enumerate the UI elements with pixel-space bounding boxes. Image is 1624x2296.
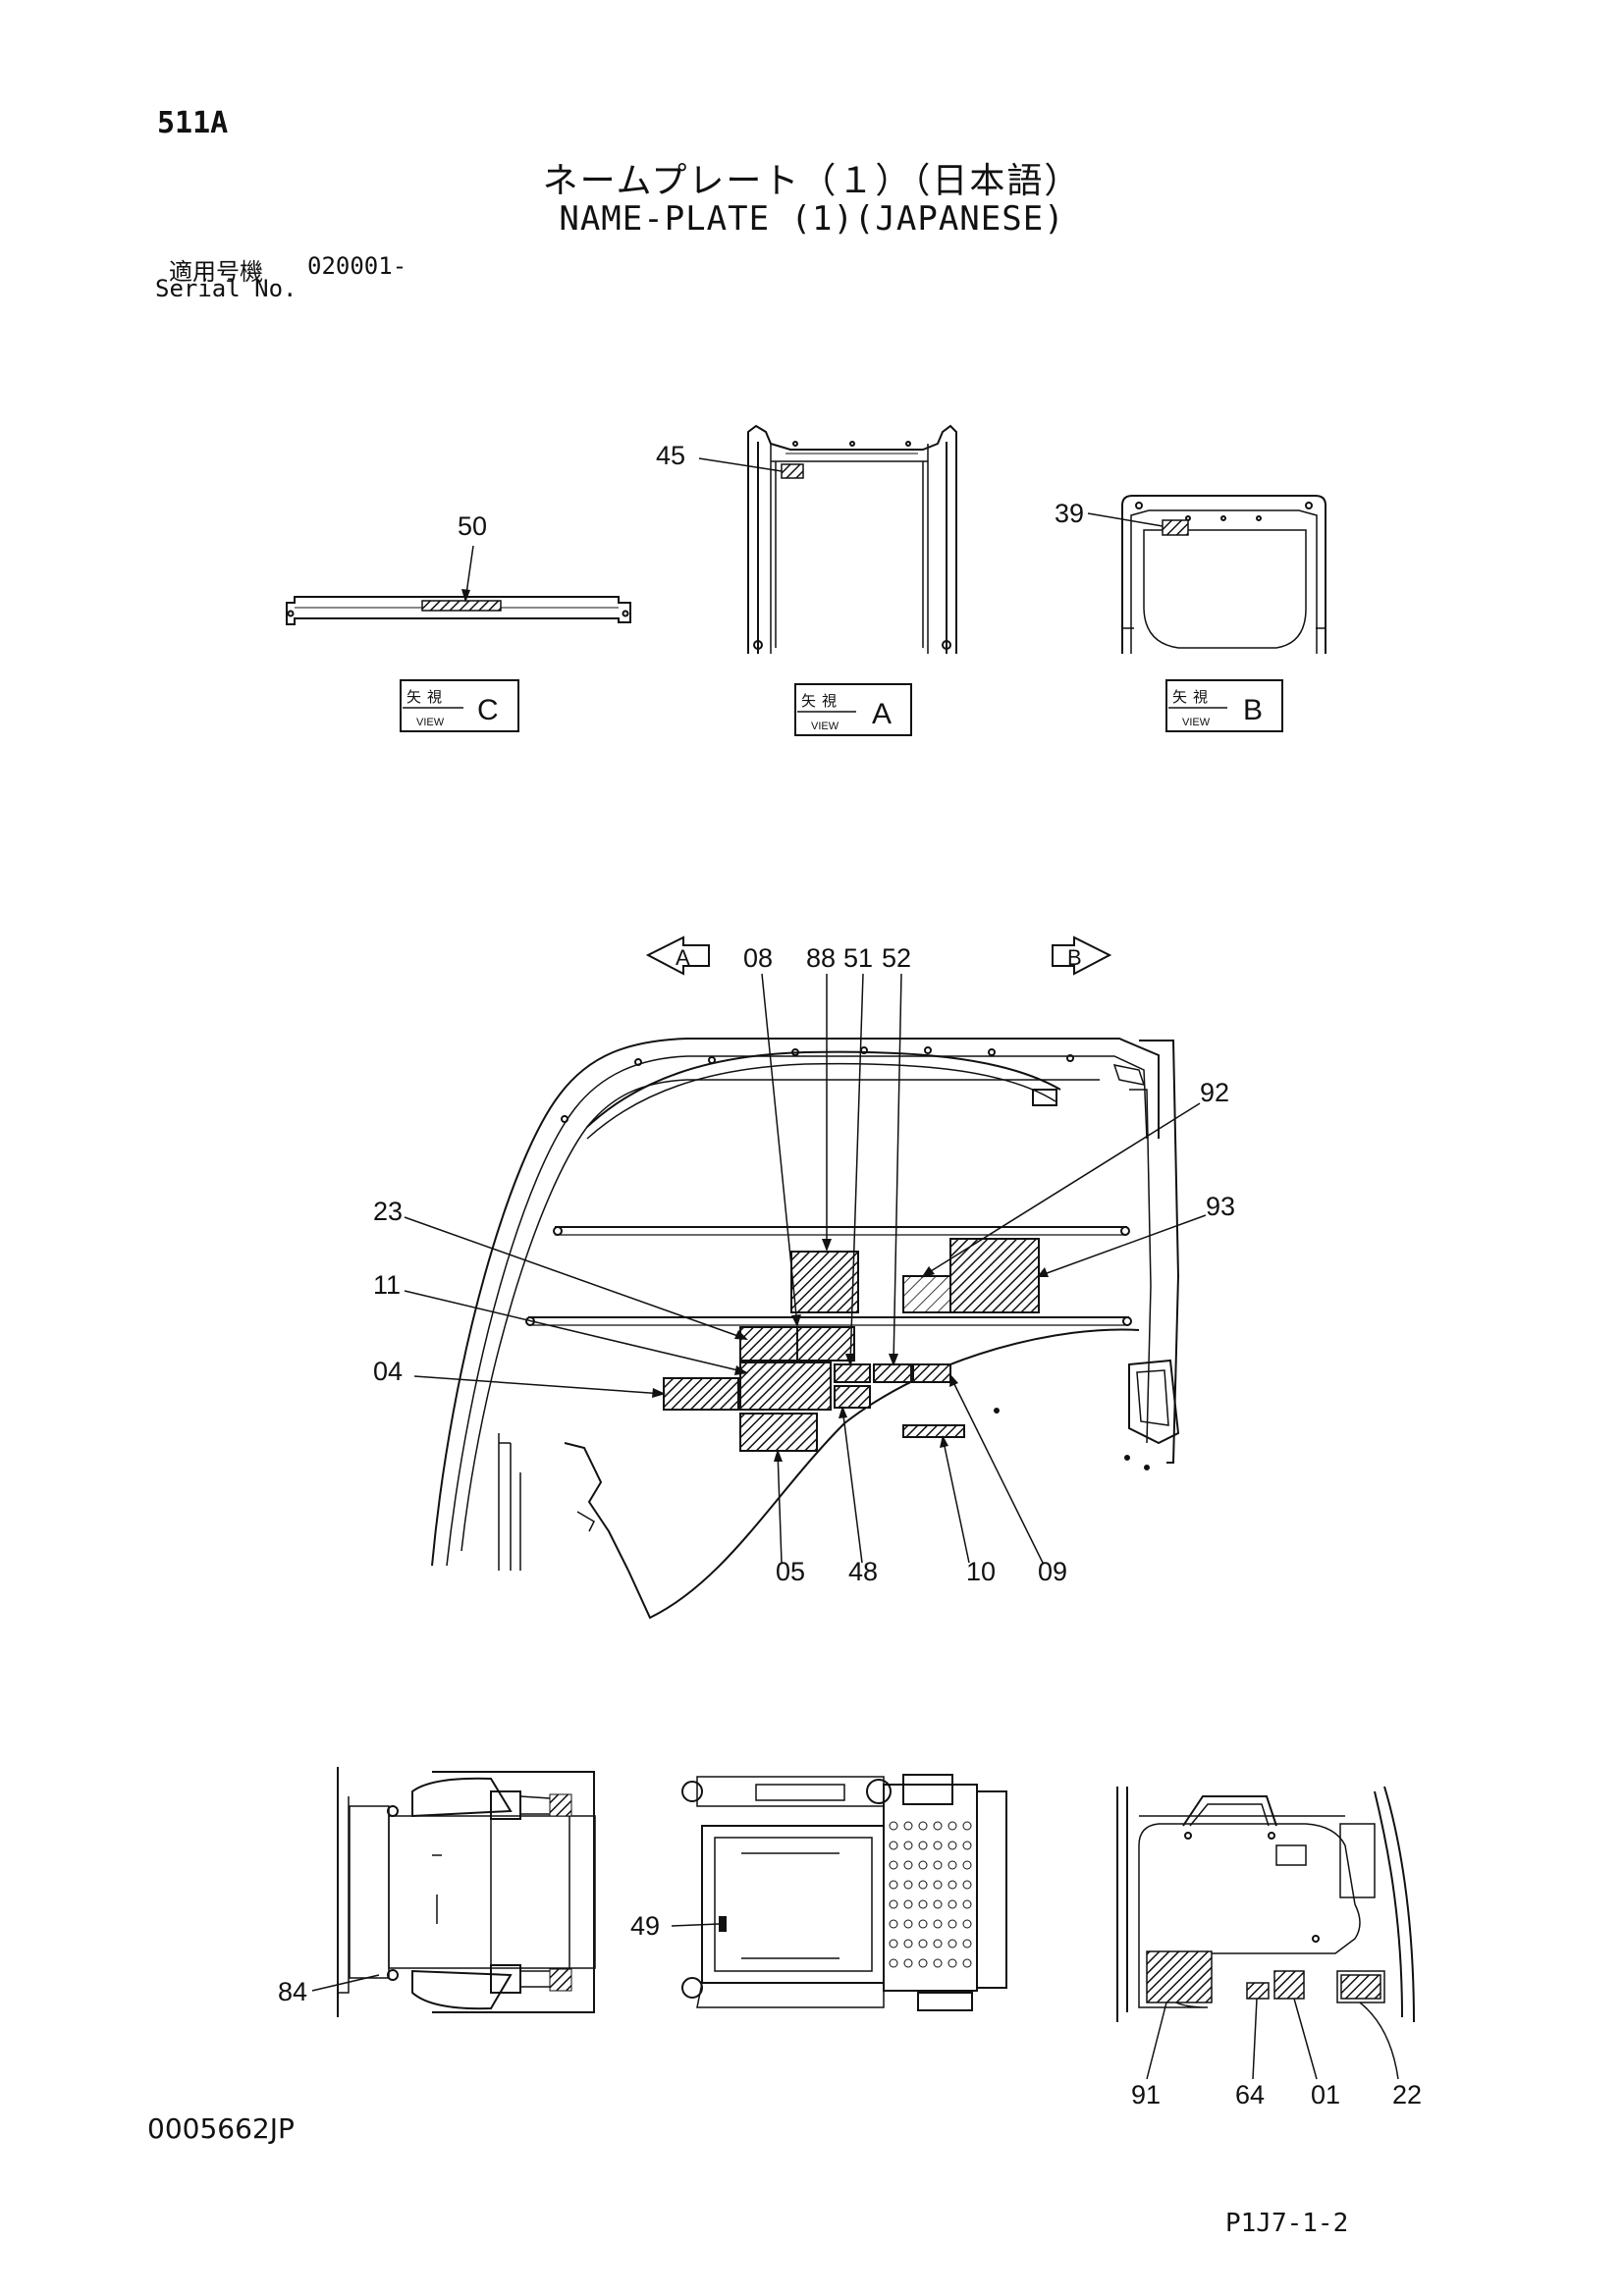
decal-22 (1340, 1974, 1381, 2000)
callout-52: 52 (882, 943, 911, 973)
view-box-c-letter: C (477, 694, 499, 726)
callout-10: 10 (966, 1557, 996, 1586)
decal-39 (1162, 519, 1189, 536)
callout-92: 92 (1200, 1078, 1229, 1107)
view-a-figure (747, 424, 957, 654)
view-box-a-letter: A (872, 698, 892, 730)
cab-arrowheads (652, 1239, 1049, 1462)
decal-05 (739, 1413, 818, 1452)
direction-arrow-a-label: A (676, 945, 690, 970)
leader-39 (1087, 512, 1164, 527)
view-box-b-letter: B (1243, 694, 1263, 726)
decal-91 (1146, 1950, 1213, 2003)
view-box-c-en: VIEW (416, 717, 445, 728)
bottom-right-leaders (1146, 1998, 1399, 2080)
decal-11 (739, 1362, 832, 1411)
callout-49: 49 (630, 1911, 660, 1941)
bottom-right-figure (1116, 1786, 1415, 2023)
decal-23 (739, 1326, 798, 1362)
decal-49 (719, 1916, 727, 1932)
callout-22: 22 (1392, 2080, 1422, 2109)
title-english: NAME-PLATE (1)(JAPANESE) (559, 199, 1065, 239)
callout-09: 09 (1038, 1557, 1067, 1586)
leader-45 (698, 457, 783, 472)
title-japanese: ネームプレート（１）（日本語） (542, 161, 1082, 201)
callout-05: 05 (776, 1557, 805, 1586)
decal-92 (902, 1275, 951, 1313)
callout-84: 84 (278, 1977, 307, 2006)
cab-decals (663, 1238, 1040, 1452)
callout-93: 93 (1206, 1192, 1235, 1221)
page-code: 511A (157, 106, 229, 140)
view-box-a-en: VIEW (811, 721, 839, 732)
decal-10 (902, 1424, 965, 1438)
direction-arrow-a: A (645, 935, 710, 976)
sheet-code: P1J7-1-2 (1225, 2209, 1349, 2238)
decal-48 (834, 1385, 871, 1409)
callout-64: 64 (1235, 2080, 1265, 2109)
decal-04 (663, 1377, 739, 1411)
bottom-left-detail-bottom (549, 1968, 572, 1992)
decal-51 (834, 1363, 871, 1383)
callout-08: 08 (743, 943, 773, 973)
bottom-middle-figure (681, 1774, 1007, 2011)
bottom-left-detail-top (549, 1793, 572, 1817)
view-b-figure (1121, 495, 1326, 654)
decal-01 (1273, 1970, 1305, 2000)
direction-arrow-b: B (1052, 935, 1112, 976)
arrowhead-50 (461, 589, 470, 603)
callout-01: 01 (1311, 2080, 1340, 2109)
bottom-left-figure (337, 1767, 596, 2017)
view-box-a-ja: 矢視 (801, 693, 842, 710)
leader-49 (671, 1923, 720, 1927)
callout-48: 48 (848, 1557, 878, 1586)
cab-leaders (404, 973, 1207, 1564)
leader-84 (311, 1974, 380, 1992)
serial-number: 020001- (307, 252, 407, 280)
direction-arrow-b-label: B (1067, 945, 1082, 970)
view-box-b: 矢視 VIEW B (1165, 679, 1283, 732)
console-dot-grid (889, 1821, 972, 1968)
decal-93 (949, 1238, 1040, 1313)
callout-23: 23 (373, 1197, 403, 1226)
callout-04: 04 (373, 1357, 403, 1386)
view-box-b-ja: 矢視 (1172, 689, 1214, 706)
serial-label-japanese: 適用号機 (169, 258, 263, 286)
callout-45: 45 (656, 441, 685, 470)
callout-50: 50 (458, 511, 487, 541)
view-box-b-en: VIEW (1182, 717, 1211, 728)
decal-50 (421, 600, 502, 612)
view-box-c-ja: 矢視 (406, 689, 448, 706)
decal-52 (873, 1363, 912, 1383)
serial-label-english: Serial No. (155, 275, 298, 302)
callout-11: 11 (373, 1270, 401, 1300)
decal-23b (796, 1326, 855, 1362)
decal-64 (1246, 1982, 1270, 2000)
callout-88: 88 (806, 943, 836, 973)
decal-88 (790, 1251, 859, 1313)
decal-09 (912, 1363, 951, 1383)
callout-91: 91 (1131, 2080, 1161, 2109)
document-code: 0005662JP (147, 2112, 295, 2145)
callout-51: 51 (843, 943, 873, 973)
callout-39: 39 (1055, 499, 1084, 528)
view-box-c: 矢視 VIEW C (400, 679, 519, 732)
decal-45 (781, 463, 804, 479)
cab-interior-figure (431, 1038, 1180, 1620)
view-box-a: 矢視 VIEW A (794, 683, 912, 736)
